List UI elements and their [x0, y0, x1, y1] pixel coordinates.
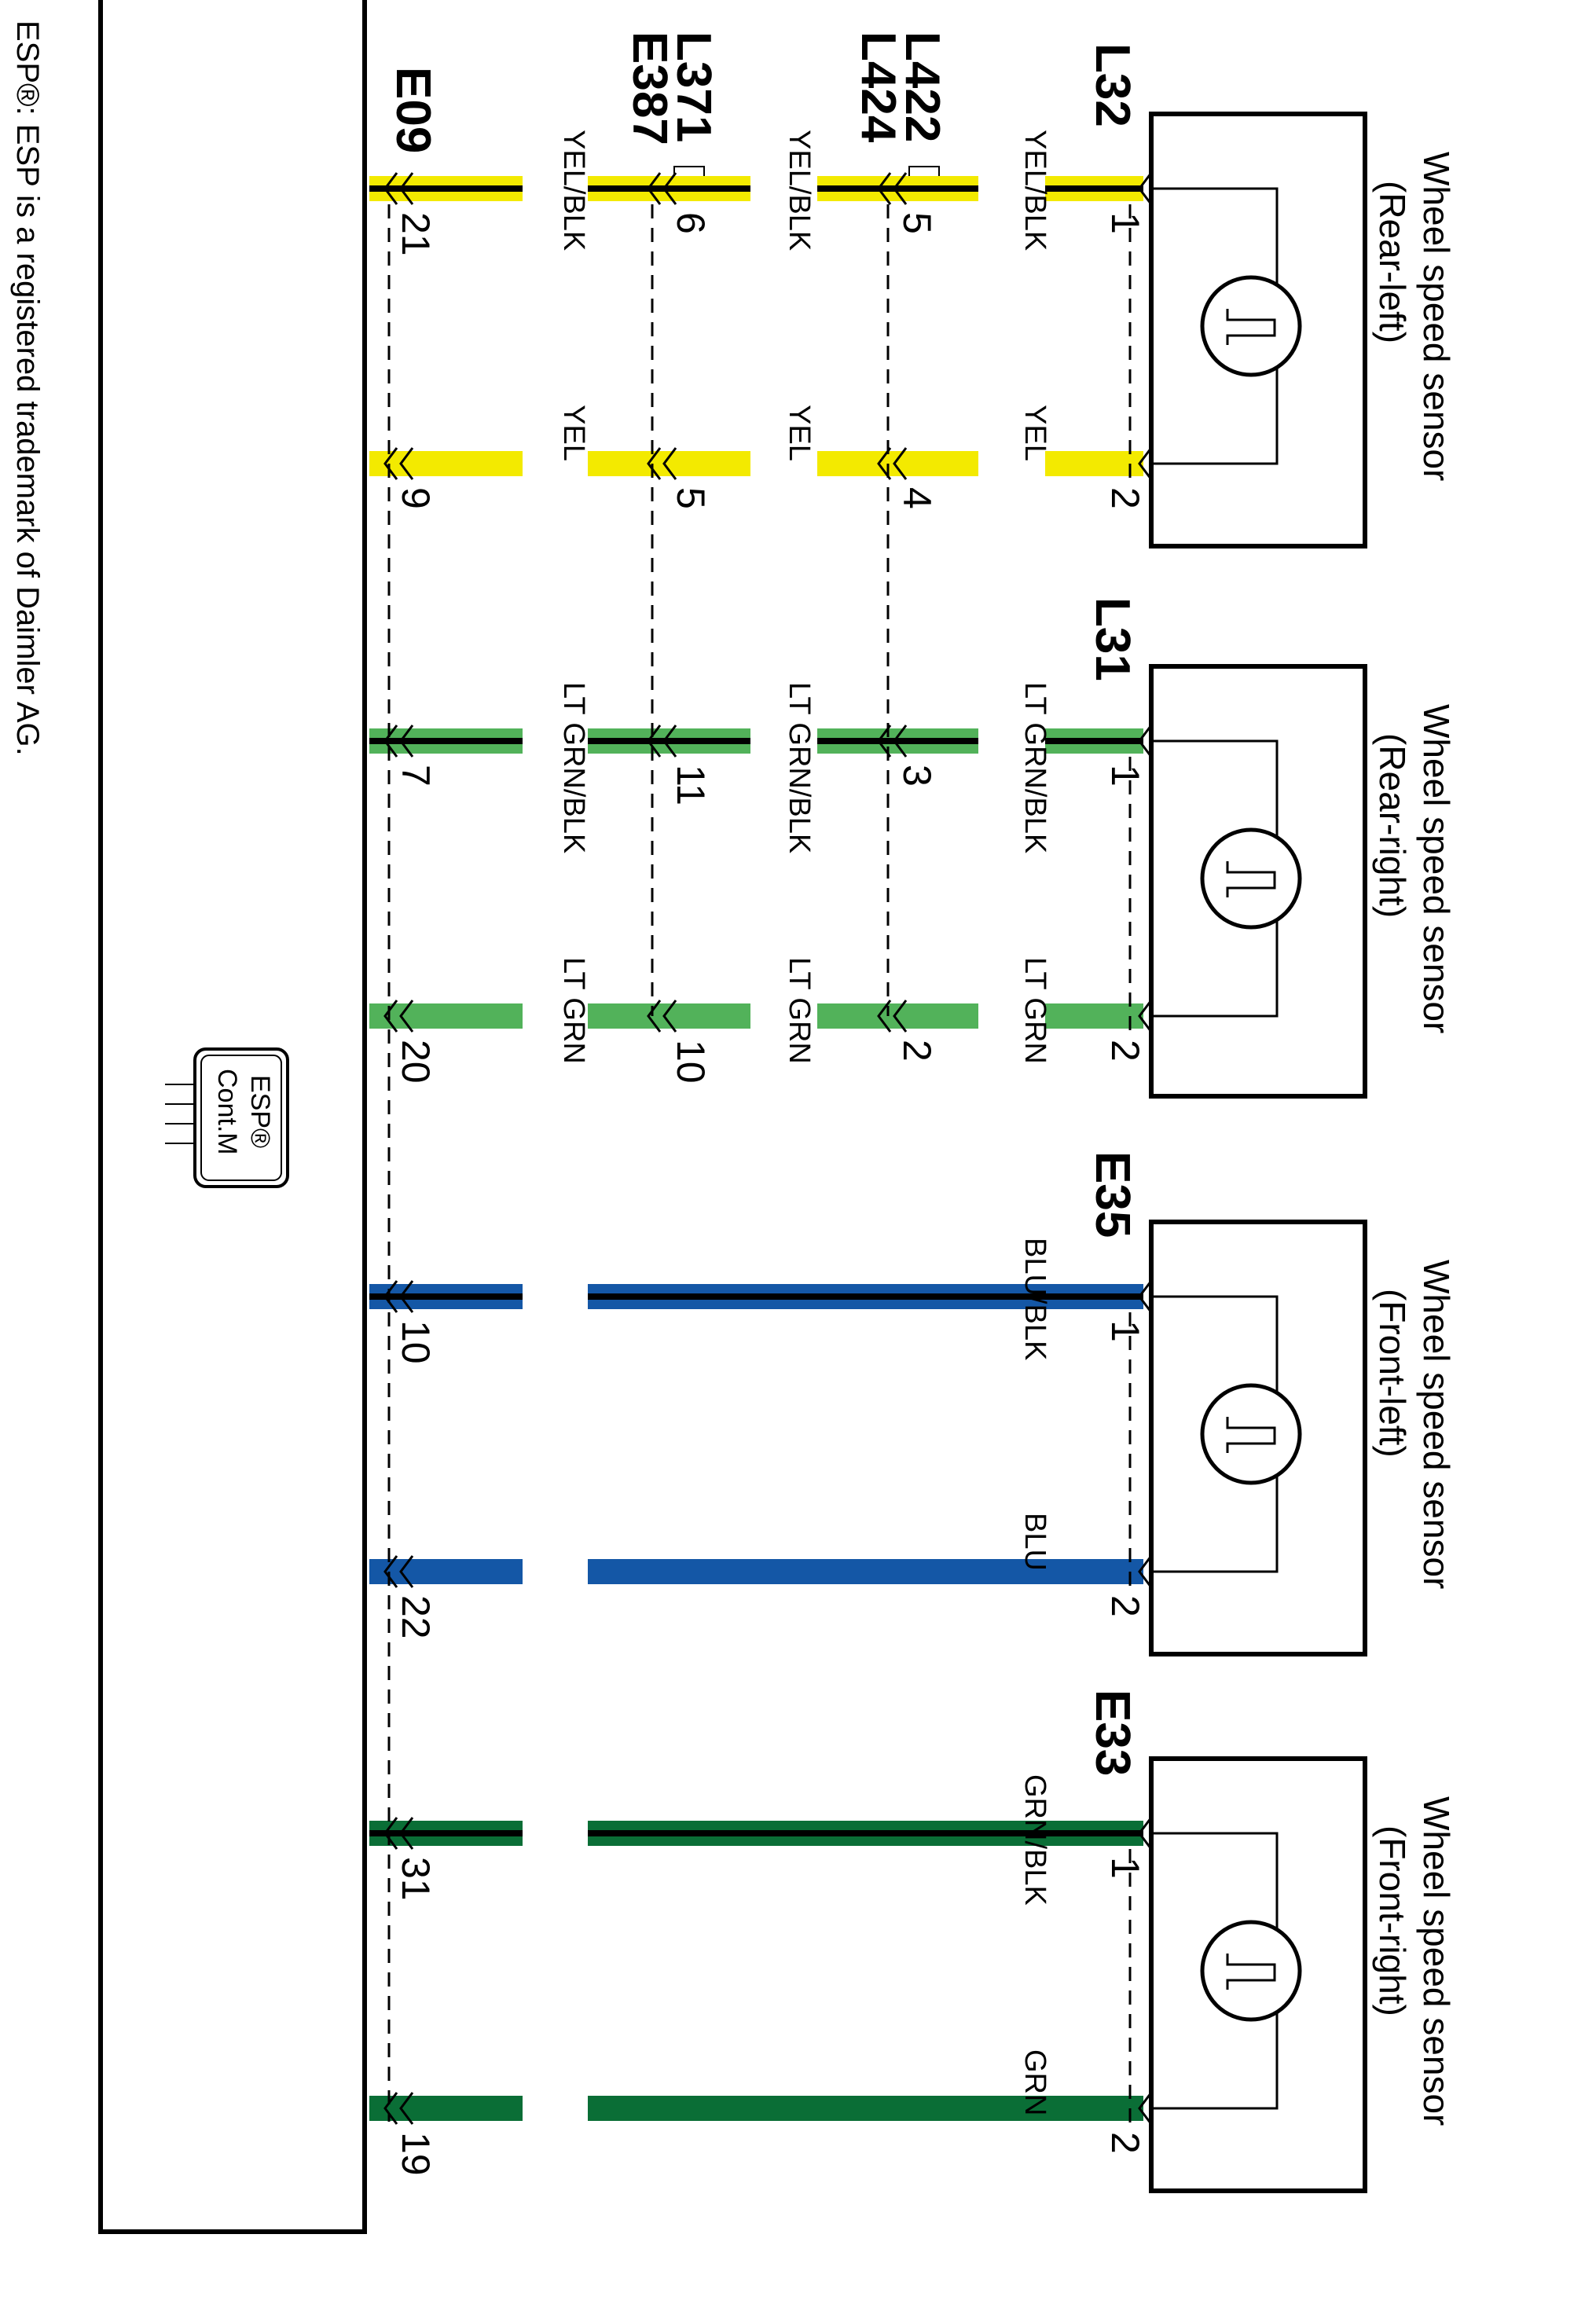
- wire-color-label: GRN/BLK: [1018, 1774, 1051, 1906]
- junction2-pin-number: 10: [669, 1040, 713, 1084]
- junction1-pin-number: 4: [895, 487, 939, 509]
- footnote: ESP®: ESP is a registered trademark of D…: [10, 20, 45, 756]
- sensor-pin-number: 2: [1103, 1040, 1147, 1062]
- junction1-label-b: L424: [851, 31, 905, 143]
- module-pin-number: 22: [394, 1595, 438, 1639]
- module-pin-number: 20: [394, 1040, 438, 1084]
- wire-3-0: [369, 1817, 1169, 1850]
- sensor-pin-number: 1: [1103, 1320, 1147, 1342]
- wire-3-1: [369, 2092, 1169, 2125]
- pulse-sensor-icon: [1200, 275, 1302, 377]
- wire-1-1: [369, 1000, 1169, 1033]
- wire-color-label: BLU: [1018, 1513, 1051, 1571]
- sensor-title: Wheel speed sensor: [1416, 1796, 1457, 2126]
- sensor-position: (Rear-right): [1372, 733, 1413, 918]
- esp-control-module-box: [98, 0, 367, 2234]
- module-pin-number: 7: [394, 765, 438, 787]
- junction2-wire-label: YEL/BLK: [557, 130, 590, 251]
- wire-color-label: BLU/BLK: [1018, 1238, 1051, 1360]
- esp-icon-label: ESP®: [245, 1075, 275, 1148]
- sensor-pin-number: 2: [1103, 2132, 1147, 2154]
- junction2-label-a: L371: [666, 31, 721, 142]
- junction1-wire-label: LT GRN: [783, 957, 816, 1064]
- module-pin-number: 21: [394, 212, 438, 256]
- sensor-connector-label: L32: [1085, 43, 1139, 127]
- junction1-pin-number: 3: [895, 765, 939, 787]
- junction1-wire-label: YEL: [783, 405, 816, 461]
- wheel-speed-sensor-2: Wheel speed sensor(Front-left) E35 1 BLU/BL…: [1018, 1151, 1457, 1656]
- sensor-position: (Rear-left): [1372, 181, 1413, 343]
- wheel-speed-sensor-0: Wheel speed sensor(Rear-left) L32 1 YEL/BLK…: [1018, 43, 1457, 548]
- junction1-wire-label: YEL/BLK: [783, 130, 816, 251]
- wire-color-label: YEL/BLK: [1018, 130, 1051, 251]
- wire-0-0: [369, 172, 1169, 205]
- sensor-pin-number: 2: [1103, 1595, 1147, 1617]
- sensor-connector-label: E35: [1085, 1151, 1139, 1238]
- sensor-title: Wheel speed sensor: [1416, 704, 1457, 1033]
- wire-2-0: [369, 1280, 1169, 1313]
- wheel-speed-sensor-1: Wheel speed sensor(Rear-right) L31 1 LT GRN…: [1018, 597, 1457, 1099]
- sensor-title: Wheel speed sensor: [1416, 1260, 1457, 1589]
- wire-color-label: GRN: [1018, 2049, 1051, 2115]
- sensor-position: (Front-right): [1372, 1825, 1413, 2016]
- pulse-sensor-icon: [1200, 827, 1302, 930]
- module-pin-number: 10: [394, 1320, 438, 1364]
- sensor-pin-number: 1: [1103, 1857, 1147, 1879]
- junction1-label-a: L422: [895, 31, 949, 142]
- junction2-pin-number: 5: [669, 487, 713, 509]
- module-pin-number: 9: [394, 487, 438, 509]
- wire-color-label: LT GRN/BLK: [1018, 682, 1051, 853]
- junction1-wire-label: LT GRN/BLK: [783, 682, 816, 853]
- wire-color-label: YEL: [1018, 405, 1051, 461]
- sensor-connector-label: E33: [1085, 1689, 1139, 1776]
- sensor-connector-label: L31: [1085, 597, 1139, 681]
- pulse-sensor-icon: [1200, 1920, 1302, 2022]
- sensor-pin-number: 1: [1103, 765, 1147, 787]
- wire-0-1: [369, 447, 1169, 480]
- junction2-label-b: E387: [622, 31, 677, 145]
- junction2-wire-label: LT GRN/BLK: [557, 682, 590, 853]
- pulse-sensor-icon: [1200, 1383, 1302, 1485]
- esp-module-icon: ESP® Cont.M: [165, 1047, 289, 1188]
- sensor-title: Wheel speed sensor: [1416, 152, 1457, 481]
- sensor-pin-number: 2: [1103, 487, 1147, 509]
- junction1-pin-number: 2: [895, 1040, 939, 1062]
- wire-color-label: LT GRN: [1018, 957, 1051, 1064]
- junction2-wire-label: YEL: [557, 405, 590, 461]
- wheel-speed-sensor-3: Wheel speed sensor(Front-right) E33 1 GRN/B…: [1018, 1689, 1457, 2193]
- junction2-wire-label: LT GRN: [557, 957, 590, 1064]
- junction2-pin-number: 11: [669, 765, 713, 805]
- module-pin-number: 31: [394, 1857, 438, 1901]
- sensor-pin-number: 1: [1103, 212, 1147, 234]
- module-pin-number: 19: [394, 2132, 438, 2176]
- sensor-position: (Front-left): [1372, 1289, 1413, 1458]
- cont-m-icon-label: Cont.M: [212, 1069, 242, 1155]
- module-connector-label: E09: [386, 67, 440, 153]
- junction1-pin-number: 5: [895, 212, 939, 234]
- junction2-pin-number: 6: [669, 212, 713, 234]
